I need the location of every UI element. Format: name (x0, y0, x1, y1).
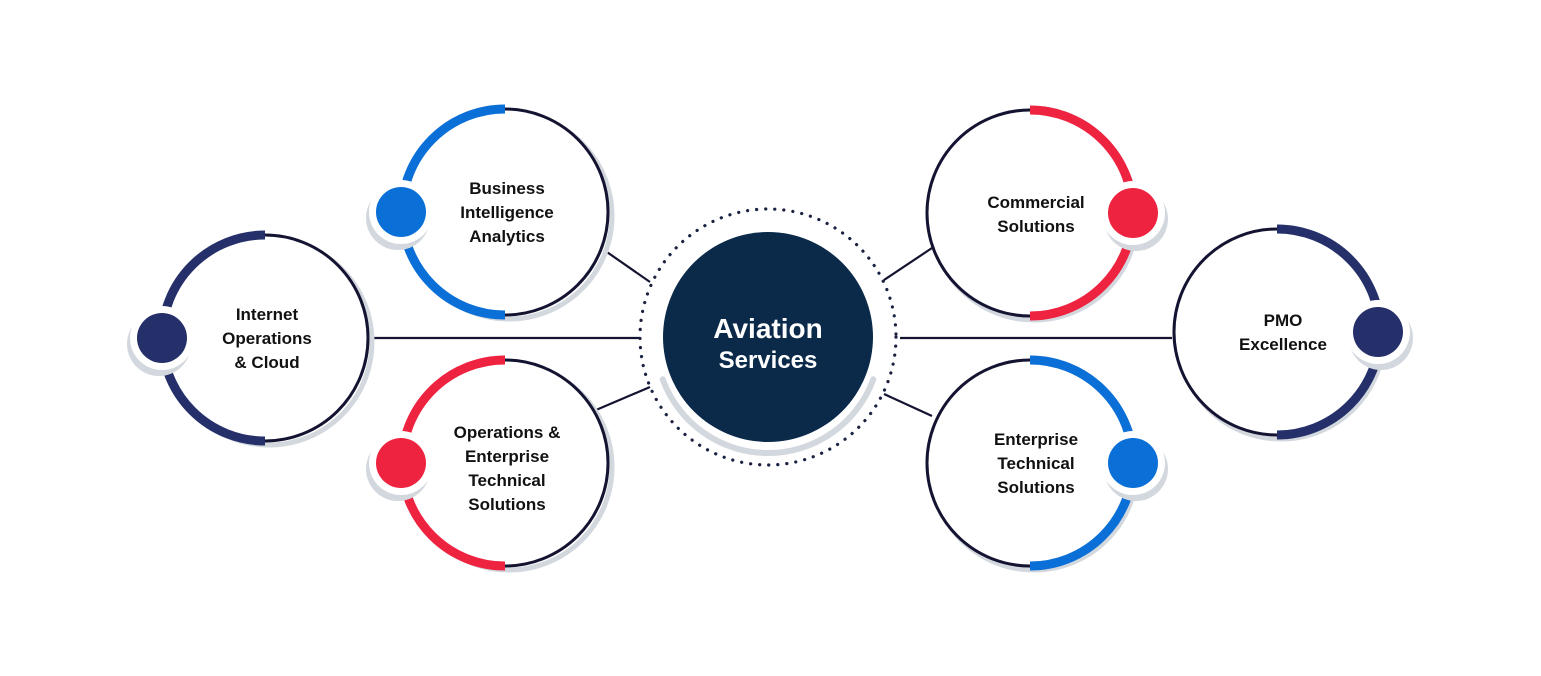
connector-operations-enterprise (595, 385, 651, 412)
node-label-line: Intelligence (460, 203, 554, 222)
center-circle (663, 232, 873, 442)
node-label-line: Solutions (997, 478, 1074, 497)
center-hub: Aviation Services (638, 207, 898, 467)
node-dot (376, 187, 426, 237)
node-label-line: Enterprise (465, 447, 549, 466)
connector-lines (370, 247, 1172, 417)
node-dot (1353, 307, 1403, 357)
connector-commercial-solutions (883, 247, 933, 281)
node-label-line: Analytics (469, 227, 545, 246)
node-dot (137, 313, 187, 363)
node-label-line: Business (469, 179, 545, 198)
node-label-line: Commercial (987, 193, 1084, 212)
service-nodes: BusinessIntelligenceAnalyticsInternetOpe… (127, 104, 1413, 573)
node-label-line: Solutions (468, 495, 545, 514)
center-title-line-1: Aviation (713, 313, 822, 344)
node-dot (1108, 188, 1158, 238)
center-title-line-2: Services (719, 347, 818, 374)
node-dot (376, 438, 426, 488)
node-label-line: Technical (468, 471, 545, 490)
node-label-line: Technical (997, 454, 1074, 473)
connector-business-intelligence (603, 249, 651, 283)
node-label-line: Enterprise (994, 430, 1078, 449)
node-label-line: Operations (222, 329, 312, 348)
node-label-line: Operations & (454, 423, 561, 442)
connector-enterprise-technical (883, 393, 933, 417)
node-dot (1108, 438, 1158, 488)
node-label-line: Excellence (1239, 335, 1327, 354)
node-label-line: Solutions (997, 217, 1074, 236)
node-pmo-excellence: PMO Excellence (1172, 224, 1413, 442)
center-dotted-ring (638, 207, 898, 467)
node-label-line: & Cloud (234, 353, 299, 372)
node-label-line: PMO (1264, 311, 1303, 330)
node-label-line: Internet (236, 305, 299, 324)
center-shadow-arc (659, 376, 877, 457)
